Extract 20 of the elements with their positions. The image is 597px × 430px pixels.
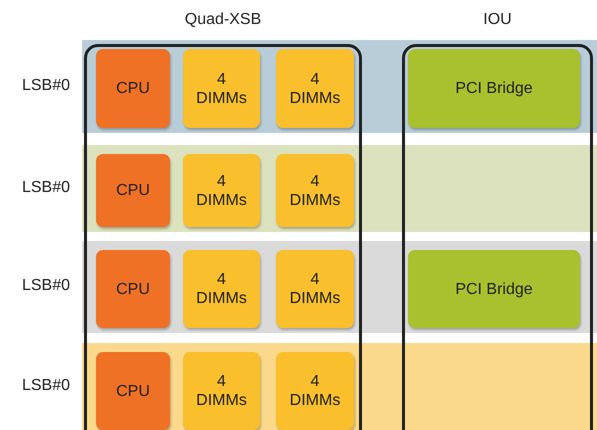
cpu-box: CPU <box>96 154 170 227</box>
memory-box: 4 DIMMs <box>183 250 260 328</box>
memory-box: 4 DIMMs <box>276 250 354 328</box>
memory-box: 4 DIMMs <box>183 352 260 430</box>
cpu-box: CPU <box>96 352 170 430</box>
memory-box: 4 DIMMs <box>183 49 260 128</box>
memory-box: 4 DIMMs <box>183 154 260 227</box>
row-label: LSB#0 <box>22 76 70 94</box>
row-label: LSB#0 <box>22 376 70 394</box>
row-label: LSB#0 <box>22 178 70 196</box>
memory-box: 4 DIMMs <box>276 352 354 430</box>
group-title: Quad-XSB <box>184 11 262 29</box>
bridge-box: PCI Bridge <box>408 49 580 128</box>
bridge-box: PCI Bridge <box>408 250 580 328</box>
memory-box: 4 DIMMs <box>276 154 354 227</box>
cpu-box: CPU <box>96 49 170 128</box>
group-title: IOU <box>483 11 512 29</box>
row-label: LSB#0 <box>22 277 70 295</box>
memory-box: 4 DIMMs <box>276 49 354 128</box>
cpu-box: CPU <box>96 250 170 328</box>
